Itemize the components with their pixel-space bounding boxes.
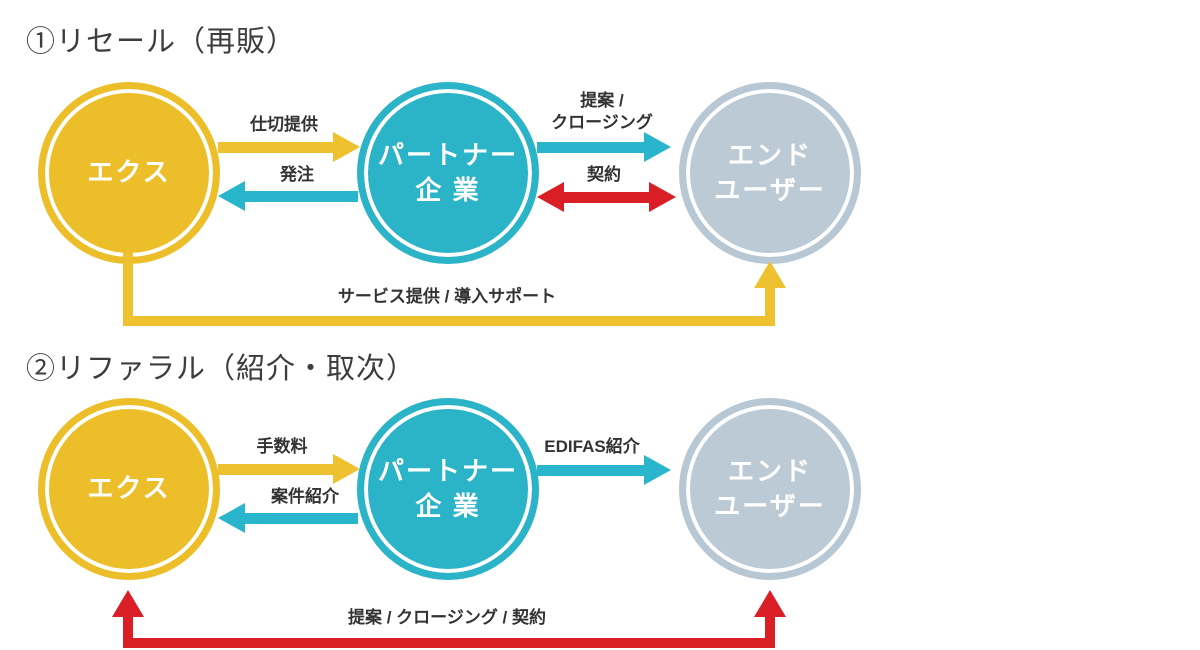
arrow-keiyaku-head-right-icon [649,182,676,212]
arrow-tesuryo-head-icon [333,454,360,484]
arrow-anken-label: 案件紹介 [271,487,339,506]
arrow-anken-body [244,513,358,524]
arrow-hacchu-body [244,191,358,202]
arrow-teian-keiyaku-stem-right [765,614,775,648]
arrow-service-head-icon [754,261,786,288]
arrow-teian-body [537,142,645,153]
arrow-shikiri-label: 仕切提供 [250,115,318,134]
arrow-tesuryo-body [218,464,334,475]
node-partner-circle-2: パートナー 企 業 [357,398,539,580]
arrow-shikiri-body [218,142,334,153]
arrow-keiyaku-head-left-icon [537,182,564,212]
arrow-hacchu-head-icon [218,181,245,211]
arrow-teian-keiyaku-head-left-icon [112,590,144,617]
arrow-shikiri-head-icon [333,132,360,162]
arrow-service-label: サービス提供 / 導入サポート [337,287,557,306]
arrow-service-stem-right [765,286,775,326]
arrow-teian-head-icon [644,132,671,162]
section-resale-title: ①リセール（再販） [26,26,297,58]
arrow-tesuryo-label: 手数料 [256,437,308,456]
arrow-edifas-head-icon [644,455,671,485]
arrow-anken-head-icon [218,503,245,533]
arrow-service-bar [123,316,775,326]
section-referral-title: ②リファラル（紹介・取次） [26,353,417,385]
node-enduser-circle-2: エンド ユーザー [679,398,861,580]
arrow-keiyaku-label: 契約 [587,165,621,184]
arrow-teian-keiyaku-bar [123,638,775,648]
arrow-keiyaku-body [562,192,650,203]
node-exs-circle: エクス [38,82,220,264]
node-partner-circle: パートナー 企 業 [357,82,539,264]
arrow-edifas-body [537,465,645,476]
arrow-hacchu-label: 発注 [280,165,314,184]
arrow-teian-keiyaku-label: 提案 / クロージング / 契約 [348,608,546,627]
arrow-teian-label: 提案 / クロージング [551,91,653,133]
arrow-teian-keiyaku-head-right-icon [754,590,786,617]
arrow-teian-keiyaku-stem-left [123,614,133,648]
node-enduser-circle: エンド ユーザー [679,82,861,264]
arrow-edifas-label: EDIFAS紹介 [544,437,640,456]
node-exs-circle-2: エクス [38,398,220,580]
arrow-service-stem-left [123,252,133,326]
